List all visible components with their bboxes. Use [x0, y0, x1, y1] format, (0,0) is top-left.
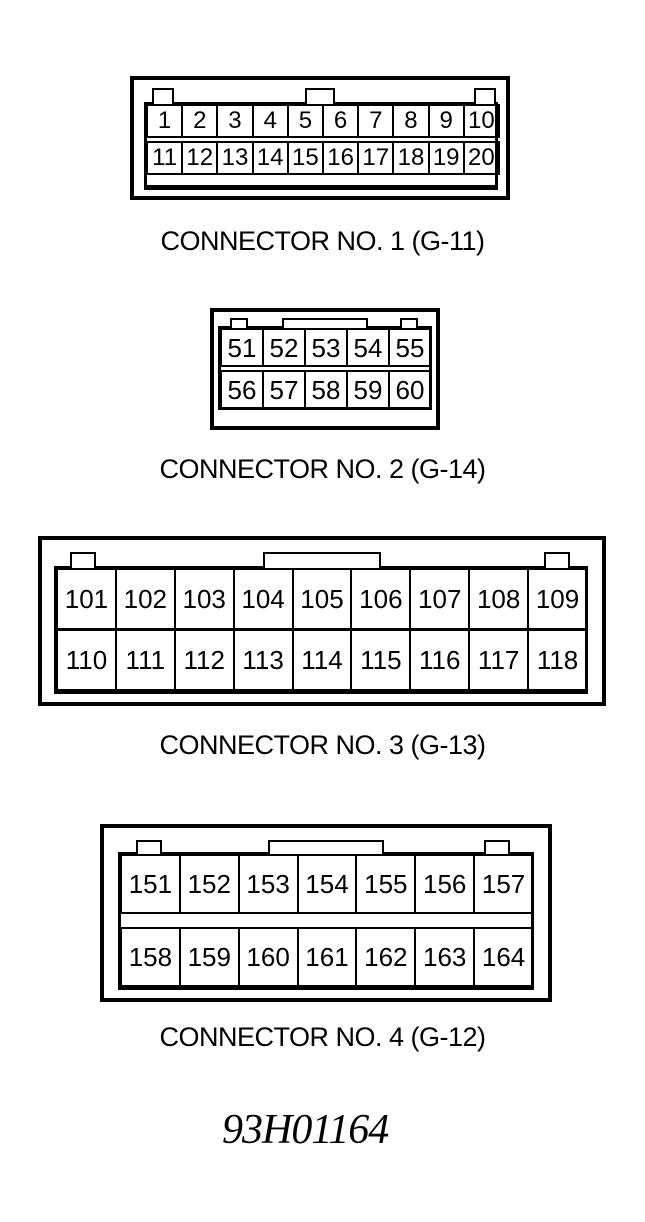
pin-cell: 3 [216, 104, 254, 138]
pin-cell: 111 [114, 629, 176, 691]
pin-cell: 104 [232, 568, 294, 630]
pin-cell: 152 [178, 854, 240, 914]
pin-cell: 5 [286, 104, 324, 138]
pin-cell: 16 [322, 141, 360, 175]
pin-cell: 154 [296, 854, 358, 914]
pin-cell: 14 [251, 141, 289, 175]
connector-1-bottom-rail [146, 185, 496, 187]
pin-cell: 158 [120, 927, 181, 987]
pin-cell: 108 [468, 568, 530, 630]
figure-id: 93H01164 [222, 1107, 389, 1153]
pin-cell: 11 [146, 141, 184, 175]
pin-cell: 20 [462, 141, 500, 175]
pin-cell: 118 [527, 629, 588, 691]
pin-cell: 52 [262, 328, 306, 367]
pin-cell: 12 [181, 141, 219, 175]
pin-cell: 1 [146, 104, 184, 138]
connector-2-lock-tab [230, 318, 248, 329]
pin-cell: 53 [304, 328, 348, 367]
pin-cell: 18 [392, 141, 430, 175]
connector-3-label: CONNECTOR NO. 3 (G-13) [159, 730, 486, 760]
pin-cell: 10 [462, 104, 500, 138]
pin-cell: 9 [427, 104, 465, 138]
pin-cell: 13 [216, 141, 254, 175]
pin-cell: 57 [262, 370, 306, 409]
pin-cell: 155 [355, 854, 417, 914]
pin-cell: 105 [291, 568, 353, 630]
connector-3-lock-tab [544, 552, 570, 569]
pin-cell: 7 [357, 104, 395, 138]
pin-cell: 107 [409, 568, 471, 630]
pin-cell: 103 [173, 568, 235, 630]
pin-cell: 110 [56, 629, 117, 691]
pin-cell: 115 [350, 629, 412, 691]
pin-cell: 156 [414, 854, 476, 914]
connector-1-lock-tab [474, 88, 496, 105]
pin-cell: 112 [173, 629, 235, 691]
pin-cell: 8 [392, 104, 430, 138]
connector-3-lock-tab [70, 552, 96, 569]
pin-cell: 160 [237, 927, 299, 987]
pin-cell: 6 [322, 104, 360, 138]
pin-cell: 161 [296, 927, 358, 987]
connector-2-key [282, 318, 368, 329]
connector-3-key [263, 552, 381, 569]
pin-cell: 151 [120, 854, 181, 914]
pin-cell: 153 [237, 854, 299, 914]
pin-cell: 102 [114, 568, 176, 630]
pin-cell: 109 [527, 568, 588, 630]
pin-cell: 54 [346, 328, 390, 367]
connector-4-label: CONNECTOR NO. 4 (G-12) [159, 1022, 486, 1052]
pin-cell: 55 [388, 328, 432, 367]
pin-cell: 113 [232, 629, 294, 691]
connector-1-lock-tab [152, 88, 174, 105]
connector-2-label: CONNECTOR NO. 2 (G-14) [159, 454, 486, 484]
pin-cell: 56 [220, 370, 264, 409]
pin-cell: 17 [357, 141, 395, 175]
pin-cell: 157 [473, 854, 534, 914]
pin-cell: 159 [178, 927, 240, 987]
pin-cell: 106 [350, 568, 412, 630]
pin-cell: 60 [388, 370, 432, 409]
pin-cell: 114 [291, 629, 353, 691]
pin-cell: 19 [427, 141, 465, 175]
pin-cell: 51 [220, 328, 264, 367]
pin-cell: 117 [468, 629, 530, 691]
pin-cell: 15 [286, 141, 324, 175]
connector-1-key [305, 88, 335, 105]
pin-cell: 163 [414, 927, 476, 987]
connector-4-lock-tab [484, 840, 510, 855]
pin-cell: 59 [346, 370, 390, 409]
pin-cell: 4 [251, 104, 289, 138]
connector-1-label: CONNECTOR NO. 1 (G-11) [160, 226, 485, 256]
pin-cell: 101 [56, 568, 117, 630]
pin-cell: 162 [355, 927, 417, 987]
connector-4-key [268, 840, 384, 855]
connector-4-lock-tab [136, 840, 162, 855]
pin-cell: 2 [181, 104, 219, 138]
connector-2-lock-tab [400, 318, 418, 329]
pin-cell: 164 [473, 927, 534, 987]
pin-cell: 116 [409, 629, 471, 691]
pin-cell: 58 [304, 370, 348, 409]
